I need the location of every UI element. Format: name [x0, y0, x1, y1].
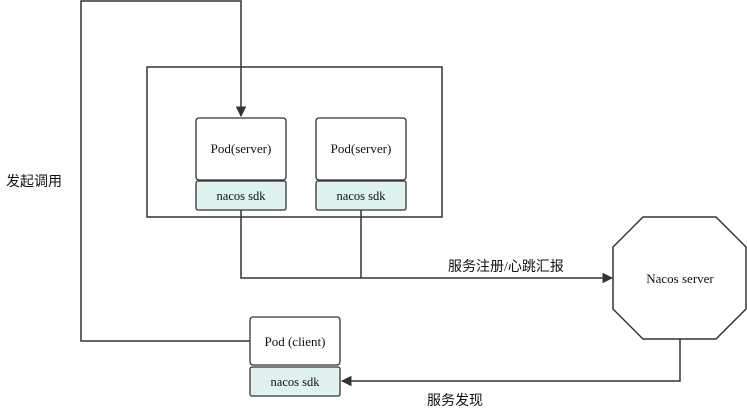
pod-server-2-box — [315, 117, 407, 181]
nacos-server: Nacos server — [612, 216, 747, 340]
register-edge — [240, 210, 614, 284]
pod-server-1: Pod(server) nacos sdk — [195, 117, 287, 211]
invoke-edge — [80, 0, 250, 342]
pod-client: Pod (client) nacos sdk — [249, 316, 341, 397]
pod-client-sdk-label: nacos sdk — [271, 375, 321, 389]
pod-server-1-title: Pod(server) — [211, 141, 272, 156]
pod-server-1-sdk-label: nacos sdk — [217, 189, 267, 203]
invoke-edge-label: 发起调用 — [6, 174, 62, 190]
register-edge-label: 服务注册/心跳汇报 — [448, 259, 564, 275]
discover-edge — [340, 339, 681, 387]
pod-client-sdk-box — [249, 366, 341, 397]
pod-server-2-title: Pod(server) — [331, 141, 392, 156]
pod-server-2: Pod(server) nacos sdk — [315, 117, 407, 211]
pod-server-1-box — [195, 117, 287, 181]
pod-client-title: Pod (client) — [264, 334, 325, 349]
discover-edge-label: 服务发现 — [427, 393, 483, 409]
nacos-server-title: Nacos server — [646, 271, 714, 286]
nacos-server-octagon — [612, 216, 747, 340]
pod-server-2-sdk-label: nacos sdk — [337, 189, 387, 203]
